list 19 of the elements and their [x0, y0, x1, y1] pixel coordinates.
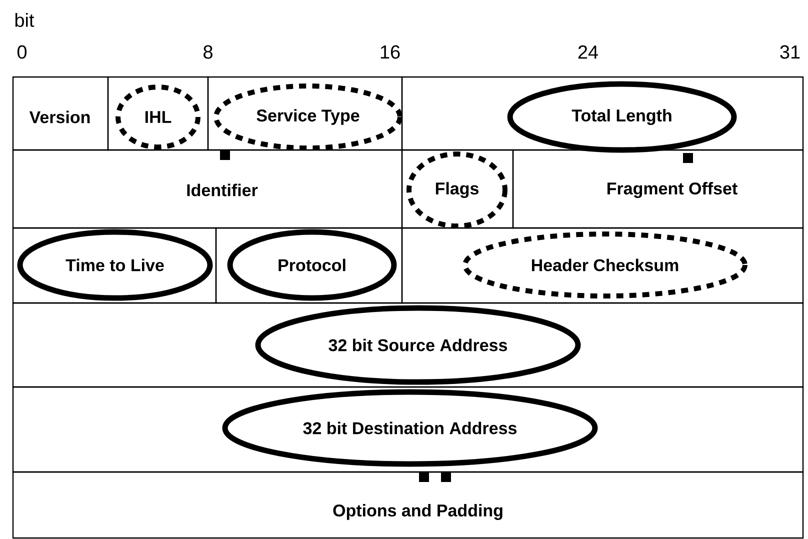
bit-number: 8: [204, 45, 212, 59]
field-cell: 32 bit Destination Address: [12, 386, 804, 473]
field-cell: Fragment Offset: [512, 149, 804, 229]
field-cell: Total Length: [401, 76, 804, 153]
field-cell: 32 bit Source Address: [12, 302, 804, 388]
bit-number: 16: [380, 45, 400, 59]
field-cell: Header Checksum: [401, 227, 804, 304]
bit-number: 0: [17, 45, 27, 59]
field-cell: Version: [12, 76, 109, 151]
field-cell: Time to Live: [12, 227, 217, 304]
field-cell: Flags: [401, 149, 514, 229]
field-cell: Service Type: [207, 76, 403, 151]
bit-number: 24: [578, 45, 598, 59]
field-cell: Identifier: [12, 149, 403, 229]
axis-label: bit: [15, 13, 34, 27]
bit-number: 31: [780, 45, 800, 59]
field-cell: Options and Padding: [12, 471, 804, 539]
field-cell: IHL: [107, 76, 209, 151]
field-cell: Protocol: [215, 227, 403, 304]
